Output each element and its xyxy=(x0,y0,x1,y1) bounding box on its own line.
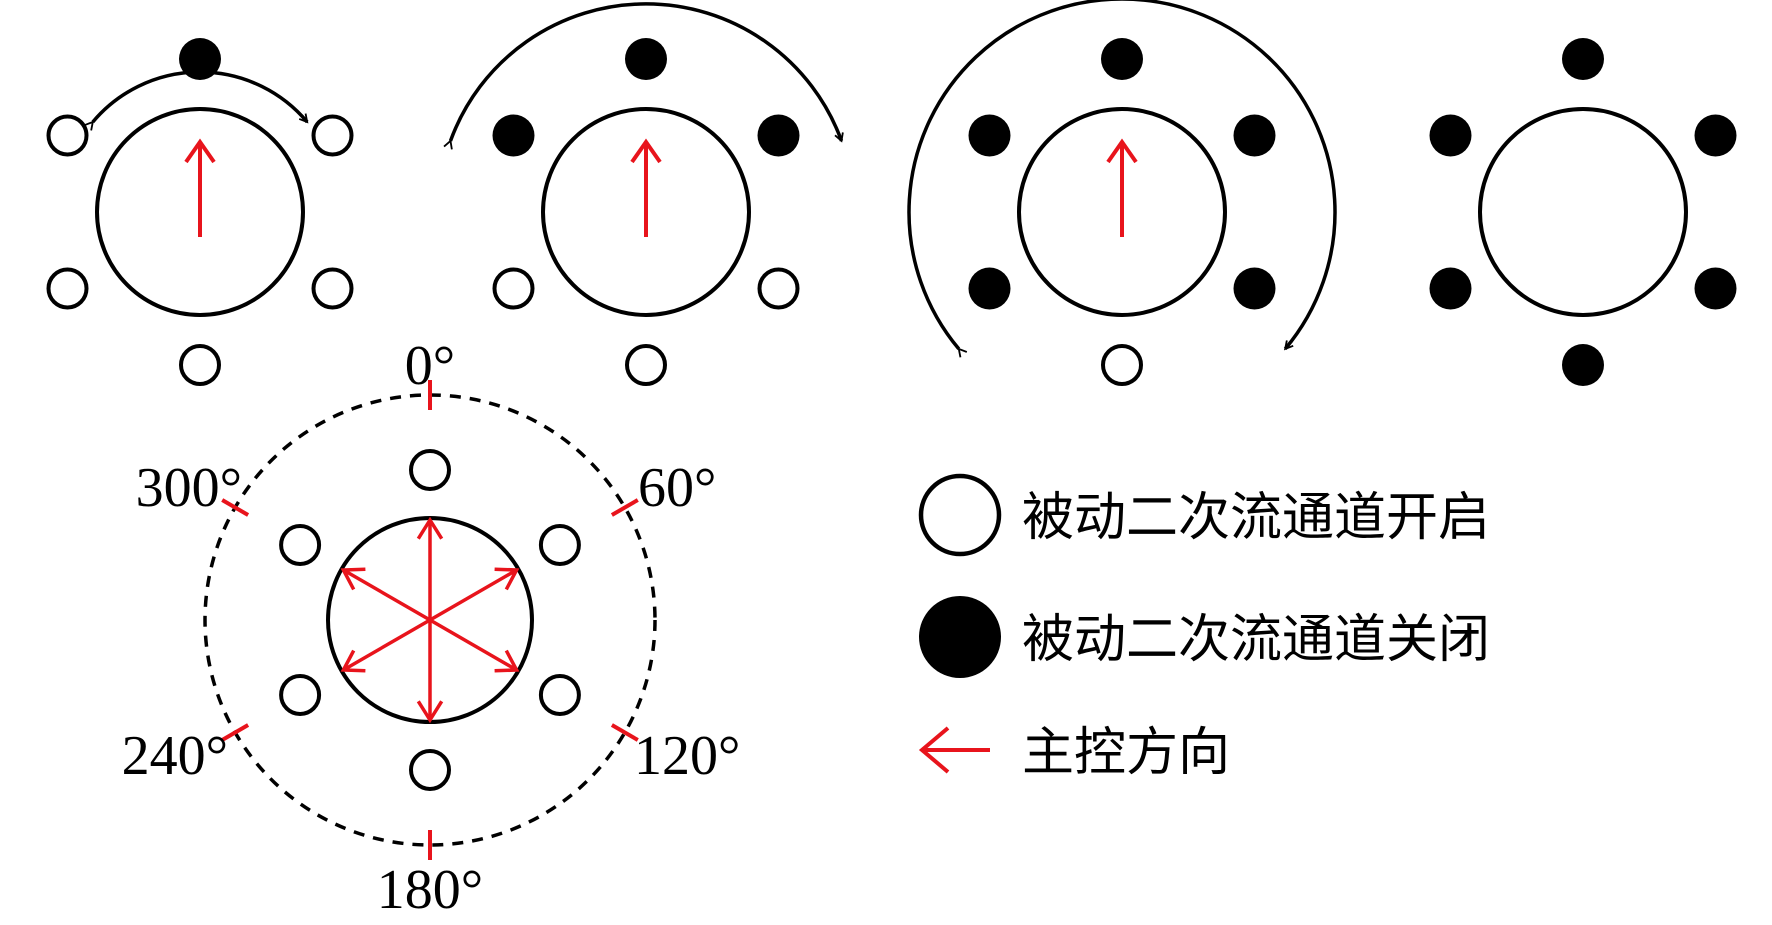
open-port-icon-top xyxy=(409,449,451,491)
legend-direction-label: 主控方向 xyxy=(1022,723,1230,783)
angle-tick-60 xyxy=(610,498,639,517)
legend-open-label: 被动二次流通道开启 xyxy=(1022,488,1490,548)
angle-tick-120 xyxy=(610,723,639,742)
sweep-range-arrow xyxy=(93,70,309,122)
closed-port-icon-upper-left xyxy=(1429,114,1472,157)
closed-port-icon-top xyxy=(1101,38,1143,80)
closed-port-icon-upper-right xyxy=(1694,114,1737,157)
main-direction-arrows xyxy=(340,516,520,724)
open-port-icon-bottom xyxy=(409,749,451,791)
open-port-icon-bottom xyxy=(625,344,667,386)
open-port-icon-lower-right xyxy=(311,267,354,310)
main-direction-arrow-icon xyxy=(184,138,216,237)
main-direction-arrow-120 xyxy=(429,618,520,673)
angle-label-300: 300° xyxy=(136,457,242,519)
main-direction-arrow-240 xyxy=(340,618,431,673)
main-direction-arrow-60 xyxy=(429,567,520,622)
angle-reference-diagram: 0° 60° 120° 180° 240° 300° xyxy=(122,335,741,921)
closed-port-icon-bottom xyxy=(1562,344,1604,386)
closed-port-icon xyxy=(919,596,1001,678)
main-direction-arrow-0 xyxy=(416,516,444,620)
legend: 被动二次流通道开启 被动二次流通道关闭 主控方向 xyxy=(918,473,1490,783)
closed-port-icon-lower-right xyxy=(1233,267,1276,310)
closed-port-icon-upper-right xyxy=(757,114,800,157)
open-port-icon-bottom xyxy=(1101,344,1143,386)
angle-tick-300 xyxy=(221,498,250,517)
angle-label-240: 240° xyxy=(122,725,228,787)
open-port-icon-upper-left xyxy=(46,114,89,157)
nozzle-circle xyxy=(1478,107,1688,317)
open-port-icon-upper-right xyxy=(538,524,581,566)
angle-label-120: 120° xyxy=(634,725,740,787)
open-port-icon-lower-left xyxy=(279,674,322,716)
angle-tick-marks xyxy=(203,380,657,860)
open-port-icon-upper-right xyxy=(311,114,354,157)
scenario-panel-1 xyxy=(46,38,354,386)
open-port-icon-lower-right xyxy=(538,674,581,716)
angle-tick-240 xyxy=(221,723,250,742)
scenario-panel-4 xyxy=(1429,38,1737,386)
angle-label-180: 180° xyxy=(377,859,483,921)
legend-closed-label: 被动二次流通道关闭 xyxy=(1022,610,1490,670)
closed-port-icon-top xyxy=(179,38,221,80)
dashed-angle-circle xyxy=(203,393,657,847)
open-port-icon-lower-left xyxy=(492,267,535,310)
open-port-icon-bottom xyxy=(179,344,221,386)
open-port-icon xyxy=(918,473,1002,557)
angle-diagram-ports xyxy=(279,449,581,791)
nozzle-circle xyxy=(95,107,305,317)
angle-label-60: 60° xyxy=(638,457,716,519)
angle-label-0: 0° xyxy=(405,335,455,397)
closed-port-icon-upper-left xyxy=(968,114,1011,157)
main-direction-arrow-icon xyxy=(1106,138,1138,237)
closed-port-icon-lower-left xyxy=(968,267,1011,310)
scenario-panels xyxy=(46,0,1737,386)
open-port-icon-lower-left xyxy=(46,267,89,310)
closed-port-icon-lower-left xyxy=(1429,267,1472,310)
scenario-panel-2 xyxy=(451,2,842,386)
main-direction-arrow-icon xyxy=(630,138,662,237)
main-direction-arrow-300 xyxy=(340,567,431,622)
main-direction-arrow-180 xyxy=(416,620,444,724)
sweep-range-arrow xyxy=(907,0,1337,349)
closed-port-icon-upper-right xyxy=(1233,114,1276,157)
closed-port-icon-upper-left xyxy=(492,114,535,157)
nozzle-circle xyxy=(1017,107,1227,317)
open-port-icon-upper-left xyxy=(279,524,322,566)
closed-port-icon-top xyxy=(1562,38,1604,80)
sweep-range-arrow xyxy=(451,2,842,141)
main-direction-arrow-icon xyxy=(918,726,990,774)
open-port-icon-lower-right xyxy=(757,267,800,310)
closed-port-icon-lower-right xyxy=(1694,267,1737,310)
closed-port-icon-top xyxy=(625,38,667,80)
nozzle-circle xyxy=(541,107,751,317)
scenario-panel-3 xyxy=(907,0,1337,386)
